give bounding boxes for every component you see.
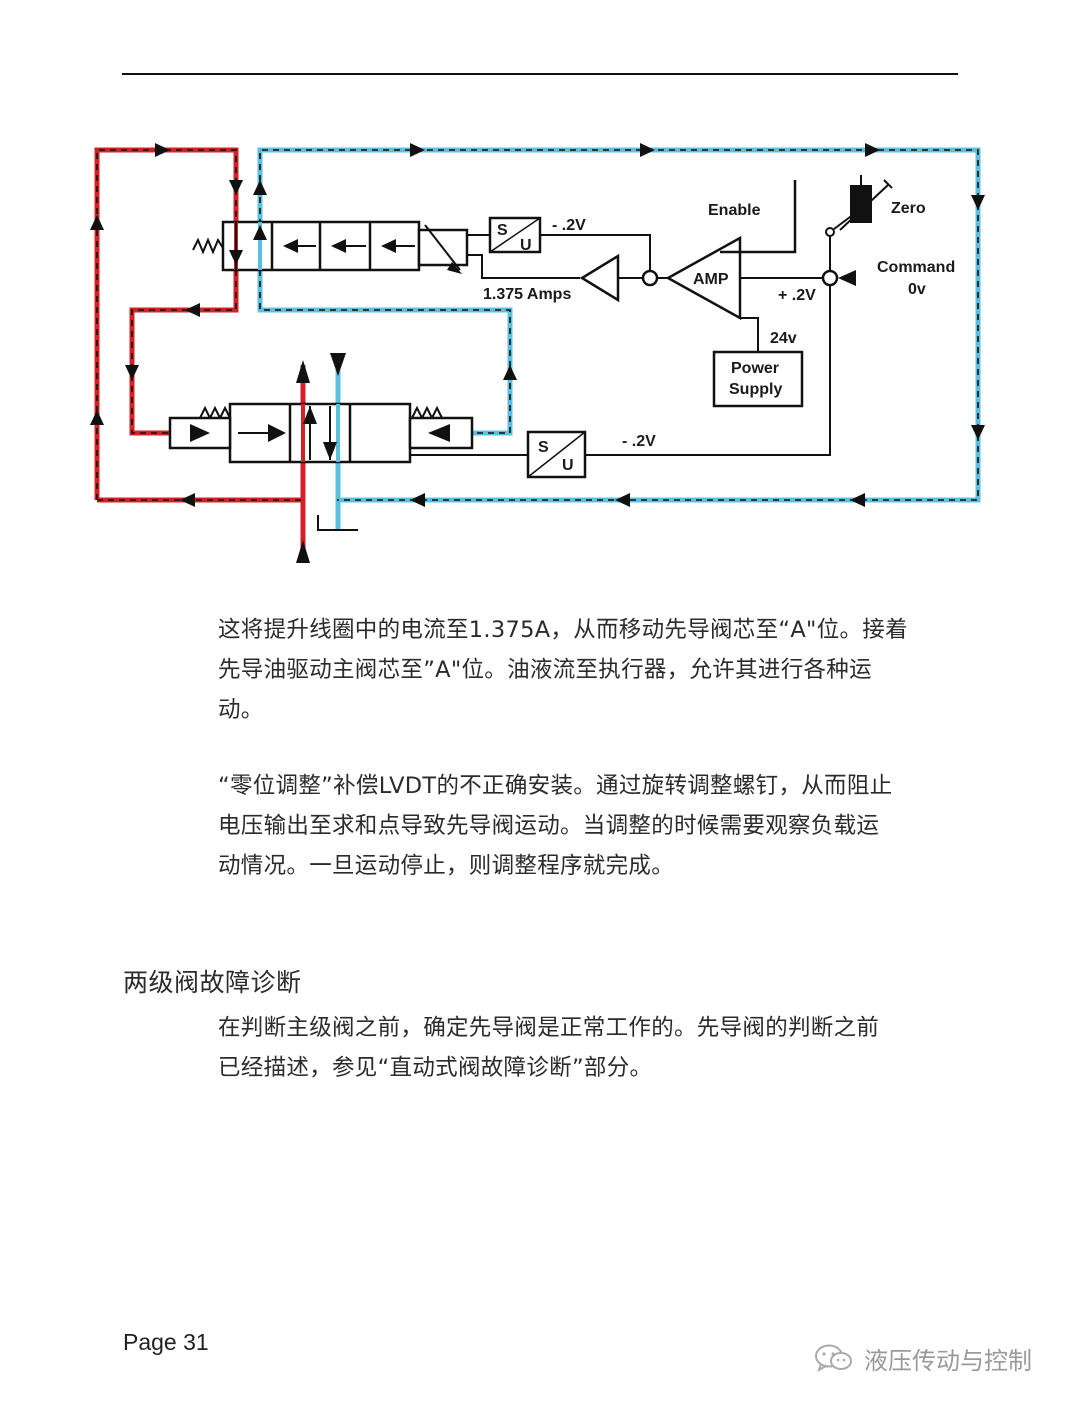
command-junction: [821, 269, 839, 287]
text-line: 动情况。一旦运动停止，则调整程序就完成。: [218, 853, 675, 879]
main-valve: [168, 402, 474, 464]
text-line: 已经描述，参见“直动式阀故障诊断”部分。: [218, 1055, 653, 1081]
watermark: 液压传动与控制: [812, 1340, 1032, 1376]
amp-block: AMP: [665, 235, 742, 321]
power-supply-line1: Power: [731, 360, 779, 377]
main-spring-right-icon: [411, 405, 443, 421]
pilot-valve: [192, 220, 469, 274]
paragraph-current: 这将提升线圈中的电流至1.375A，从而移动先导阀芯至“A"位。接着 先导油驱动…: [218, 610, 978, 730]
text-line: 在判断主级阀之前，确定先导阀是正常工作的。先导阀的判断之前: [218, 1015, 880, 1041]
enable-label: Enable: [708, 202, 761, 219]
paragraph-zero-adjust: “零位调整”补偿LVDT的不正确安装。通过旋转调整螺钉，从而阻止 电压输出至求和…: [218, 766, 978, 886]
return-lines: [257, 147, 981, 530]
power-supply-block: Power Supply: [712, 350, 804, 408]
command-level-label: 0v: [908, 281, 926, 298]
supply-voltage-label: 24v: [770, 330, 797, 347]
coil-current-label: 1.375 Amps: [483, 286, 571, 303]
power-supply-line2: Supply: [729, 381, 782, 398]
zero-pot: [825, 175, 893, 271]
spring-icon: [192, 237, 224, 255]
command-voltage-label: + .2V: [778, 287, 816, 304]
pilot-lvdt: S U: [488, 216, 542, 254]
main-feedback-voltage-label: - .2V: [622, 433, 656, 450]
zero-label: Zero: [891, 200, 926, 217]
tank-symbol: [317, 515, 358, 531]
text-line: “零位调整”补偿LVDT的不正确安装。通过旋转调整螺钉，从而阻止: [218, 773, 893, 799]
paragraph-diagnosis: 在判断主级阀之前，确定先导阀是正常工作的。先导阀的判断之前 已经描述，参见“直动…: [218, 1008, 978, 1088]
top-rule: [122, 73, 958, 75]
page-number: Page 31: [123, 1329, 209, 1355]
main-lvdt-s: S: [538, 439, 549, 456]
main-lvdt-u: U: [562, 457, 574, 474]
watermark-text: 液压传动与控制: [864, 1346, 1032, 1375]
wechat-icon: [815, 1344, 852, 1373]
command-label: Command: [877, 259, 955, 276]
summing-junction: [641, 269, 659, 287]
amp-label: AMP: [693, 271, 729, 288]
text-line: 这将提升线圈中的电流至1.375A，从而移动先导阀芯至“A"位。接着: [218, 617, 908, 643]
text-line: 动。: [218, 697, 264, 723]
main-spring-left-icon: [199, 405, 231, 421]
text-line: 先导油驱动主阀芯至”A"位。油液流至执行器，允许其进行各种运: [218, 657, 872, 683]
main-lvdt: S U: [526, 430, 587, 479]
pilot-lvdt-s: S: [497, 222, 508, 239]
coil-driver: [579, 253, 620, 303]
flow-arrows: [90, 143, 985, 563]
pilot-feedback-voltage-label: - .2V: [552, 217, 586, 234]
text-line: 电压输出至求和点导致先导阀运动。当调整的时候需要观察负载运: [218, 813, 880, 839]
pressure-lines: [94, 147, 306, 560]
section-heading: 两级阀故障诊断: [123, 968, 302, 997]
pilot-lvdt-u: U: [520, 237, 532, 254]
two-stage-valve-diagram: S U AMP Enable + .2V Command 0v Zero 24v…: [90, 143, 985, 563]
